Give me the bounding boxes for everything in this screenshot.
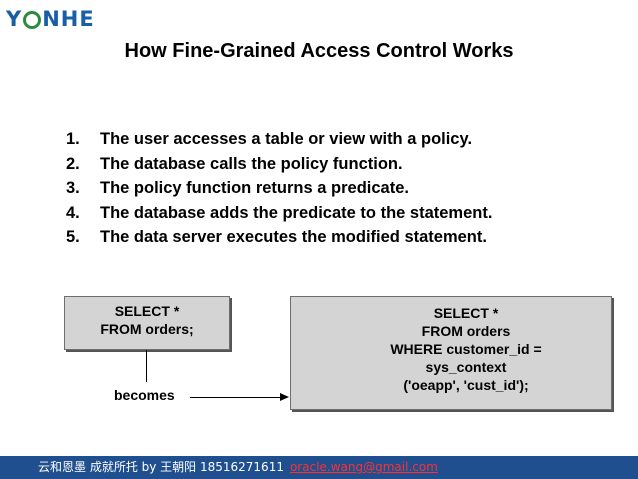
modified-query-line: FROM orders xyxy=(421,323,511,339)
original-query-line: FROM orders; xyxy=(100,321,194,337)
step-text: The database calls the policy function. xyxy=(100,154,403,173)
arrow-right-icon xyxy=(280,393,289,401)
modified-query-line: sys_context xyxy=(425,359,507,375)
modified-query-box: SELECT * FROM orders WHERE customer_id =… xyxy=(290,296,612,410)
connector-line-vertical xyxy=(146,350,147,382)
company-logo: Y NHE xyxy=(6,5,95,33)
original-query-box: SELECT * FROM orders; xyxy=(64,296,230,350)
step-text: The policy function returns a predicate. xyxy=(100,179,409,198)
footer-email-link[interactable]: oracle.wang@gmail.com xyxy=(289,460,438,474)
modified-query-line: WHERE customer_id = xyxy=(390,341,542,357)
step-text: The database adds the predicate to the s… xyxy=(100,203,493,222)
modified-query-line: SELECT * xyxy=(433,305,499,321)
step-number: 2. xyxy=(66,154,80,173)
footer-text: 云和恩墨 成就所托 by 王朝阳 18516271611 xyxy=(38,460,284,474)
logo-text-prefix: Y xyxy=(6,7,23,31)
step-item: 4. The database adds the predicate to the… xyxy=(66,201,492,226)
step-text: The user accesses a table or view with a… xyxy=(100,130,473,148)
connector-line-horizontal xyxy=(190,397,280,398)
step-item: 3. The policy function returns a predicat… xyxy=(66,176,492,201)
slide-title: How Fine-Grained Access Control Works xyxy=(124,40,514,62)
step-number: 5. xyxy=(66,228,80,247)
logo-ring-icon xyxy=(23,11,42,29)
step-item: 5. The data server executes the modified … xyxy=(66,225,492,250)
modified-query-line: ('oeapp', 'cust_id'); xyxy=(403,377,529,393)
steps-list: 1. The user accesses a table or view with… xyxy=(66,127,492,250)
step-number: 3. xyxy=(66,179,80,198)
step-number: 4. xyxy=(66,203,80,222)
step-text: The data server executes the modified st… xyxy=(100,228,487,247)
original-query-line: SELECT * xyxy=(114,303,180,319)
footer-bar: 云和恩墨 成就所托 by 王朝阳 18516271611 oracle.wang@… xyxy=(0,456,638,479)
step-number: 1. xyxy=(66,130,80,148)
step-item: 1. The user accesses a table or view with… xyxy=(66,127,492,152)
logo-text-suffix: NHE xyxy=(42,7,95,31)
becomes-label: becomes xyxy=(114,387,175,403)
step-item: 2. The database calls the policy function… xyxy=(66,152,492,177)
